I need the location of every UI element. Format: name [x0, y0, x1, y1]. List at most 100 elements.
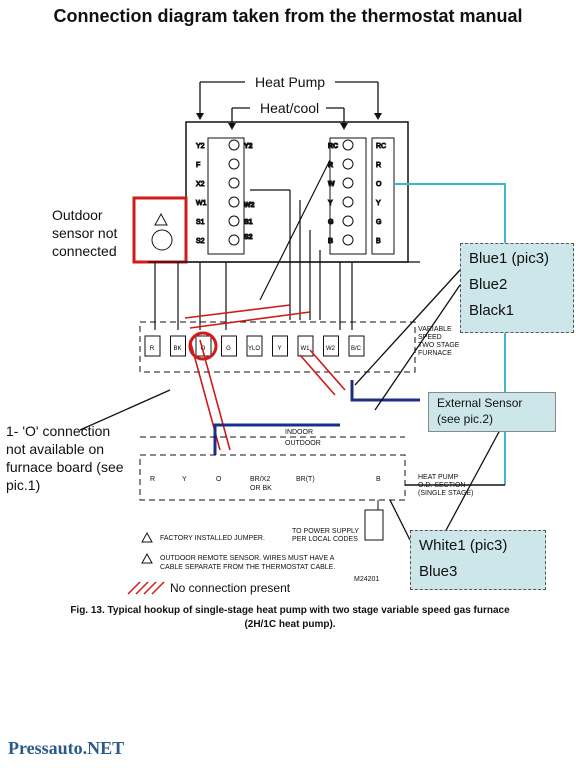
legend-note2b: CABLE SEPARATE FROM THE THERMOSTAT CABLE… [160, 564, 336, 571]
furnace-terminal [272, 335, 288, 357]
o-connection-line: 1- 'O' connection [6, 423, 111, 439]
outdoor-sensor-line: Outdoor [52, 207, 103, 223]
furnace-terminal-label: G [226, 346, 231, 352]
furnace-terminal [170, 335, 186, 357]
screw-terminal [228, 196, 240, 208]
screw-terminal [342, 196, 354, 208]
od-terminal-or-bk: OR BK [250, 485, 272, 492]
furnace-label-line: VARIABLE [418, 326, 452, 333]
o-connection-line: furnace board (see [6, 459, 124, 475]
outdoor-section [139, 454, 406, 501]
screw-terminal [228, 158, 240, 170]
thermostat-inner-right-label: Y [328, 200, 333, 207]
navy-wire-1 [213, 423, 340, 455]
thermostat-left-terminal: S2 [196, 238, 205, 245]
furnace-terminal-label: Y [277, 346, 281, 352]
screw-terminal [342, 139, 354, 151]
screw-terminal [342, 215, 354, 227]
furnace-label-line: SPEED [418, 334, 442, 341]
right-terminal-strip [371, 137, 395, 255]
heat-pump-section-line: (SINGLE STAGE) [418, 490, 474, 497]
power-supply-line: TO POWER SUPPLY [292, 528, 360, 535]
thermostat-left-terminal: X2 [196, 181, 205, 188]
furnace-terminal [221, 335, 237, 357]
white-callout-box: White1 (pic3) Blue3 [410, 530, 546, 590]
thermostat-inner-left-label: S1 [244, 219, 253, 226]
external-sensor-box: External Sensor (see pic.2) [428, 392, 556, 432]
outdoor-sensor-note: Outdoor sensor not connected [52, 206, 117, 260]
screw-terminal [342, 177, 354, 189]
screw-terminal [228, 139, 240, 151]
left-terminal-strip [207, 137, 245, 255]
heat-pump-section-line: HEAT PUMP [418, 474, 459, 481]
power-supply-label: TO POWER SUPPLY PER LOCAL CODES [292, 528, 359, 544]
thermostat-right-terminal: G [376, 219, 381, 226]
sensor-symbol [151, 229, 173, 251]
heat-cool-label: Heat/cool [260, 100, 320, 116]
page-title: Connection diagram taken from the thermo… [53, 6, 523, 26]
thermostat-left-terminal: F [196, 162, 200, 169]
outdoor-sensor-line: connected [52, 243, 117, 259]
thermostat-left-terminal: Y2 [196, 143, 205, 150]
blue-callout-box: Blue1 (pic3) Blue2 Black1 [460, 243, 574, 333]
caption-line: (2H/1C heat pump). [244, 619, 336, 630]
cyan-wire [394, 183, 506, 485]
furnace-terminal-label: YLO [248, 346, 260, 352]
screw-terminal [228, 177, 240, 189]
od-terminal-y: Y [182, 476, 187, 483]
od-terminal-r: R [150, 476, 156, 483]
navy-wire-2 [350, 380, 420, 402]
outdoor-label: OUTDOOR [285, 440, 321, 447]
od-terminal-br-x2: BR/X2 [250, 476, 271, 483]
thermostat-inner-left-label: Y2 [244, 143, 253, 150]
thermostat-left-terminal: S1 [196, 219, 205, 226]
furnace-terminal [246, 335, 263, 357]
screw-terminal [228, 234, 240, 246]
thermostat-inner-right-label: G [328, 219, 334, 226]
thermostat-right-terminal: RC [376, 143, 386, 150]
callout-line: Blue1 (pic3) [469, 250, 550, 267]
o-connection-line: pic.1) [6, 477, 41, 493]
note1-triangle [141, 531, 153, 543]
thermostat-inner-right-label: B [328, 238, 333, 245]
o-terminal-highlight [188, 331, 218, 361]
heat-pump-section-line: O.D. SECTION [418, 482, 466, 489]
legend-note1: FACTORY INSTALLED JUMPER. [160, 535, 265, 542]
furnace-terminal-label: B/C [351, 346, 362, 352]
bracket-arrows [196, 113, 382, 130]
thermostat-left-terminal: W1 [196, 200, 207, 207]
note2-triangle [141, 552, 153, 564]
legend-hatch-label: No connection present [170, 581, 291, 595]
o-connection-line: not available on [6, 441, 105, 457]
thermostat-right-terminal: O [376, 181, 382, 188]
furnace-terminal [297, 335, 314, 357]
furnace-terminal-label: R [150, 346, 155, 352]
screw-terminal [228, 215, 240, 227]
o-connection-note: 1- 'O' connection not available on furna… [6, 422, 124, 494]
thermostat-inner-right-label: RC [328, 143, 338, 150]
external-sensor-line: (see pic.2) [437, 412, 494, 426]
furnace-terminal [348, 335, 365, 357]
brand-logo: Pressauto.NET [8, 738, 125, 758]
thermostat-inner-right-label: R [328, 162, 333, 169]
thermostat-right-terminal: R [376, 162, 381, 169]
od-terminal-br-t: BR(T) [296, 476, 315, 483]
indoor-label: INDOOR [285, 429, 313, 436]
heat-pump-label: Heat Pump [255, 74, 326, 90]
thermostat-box [185, 121, 409, 263]
furnace-label-line: FURNACE [418, 350, 452, 357]
furnace-board [139, 321, 416, 373]
thermostat-inner-left-label: W2 [244, 202, 255, 209]
heat-pump-section-label: HEAT PUMP O.D. SECTION (SINGLE STAGE) [418, 474, 474, 498]
thermostat-wires [148, 159, 420, 330]
diagram-code: M24201 [354, 576, 380, 583]
furnace-terminal-label: BK [173, 346, 181, 352]
od-terminal-b: B [376, 476, 381, 483]
thermostat-inner-right-label: W [328, 181, 335, 188]
callout-line: Blue3 [419, 563, 458, 580]
screw-terminal [342, 234, 354, 246]
thermostat-inner-left-label: S2 [244, 234, 253, 241]
screw-terminal [342, 158, 354, 170]
od-terminal-o: O [216, 476, 222, 483]
